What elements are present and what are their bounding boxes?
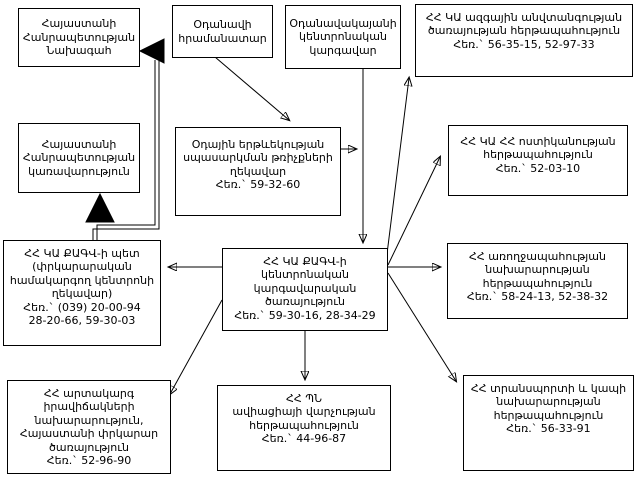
edge-central-to-police bbox=[387, 157, 440, 266]
node-police: ՀՀ ԿԱ ՀՀ ոստիկանության հերթապահություն Հ… bbox=[448, 125, 628, 196]
node-president: Հայաստանի Հանրապետության Նախագահ bbox=[18, 8, 140, 67]
node-transport: ՀՀ տրանսպորտի և կապի նախարարության հերթա… bbox=[463, 375, 634, 471]
arrowhead-into-president bbox=[138, 38, 165, 64]
edge-central-to-transport bbox=[387, 272, 456, 381]
edge-central-to-emergency bbox=[170, 299, 223, 394]
node-central-dispatch: ՀՀ ԿԱ ՔԱԳՎ-ի կենտրոնական կարգավարական ծա… bbox=[222, 248, 388, 331]
arrowhead-into-government bbox=[85, 192, 115, 223]
node-health: ՀՀ առողջապահության նախարարության հերթապա… bbox=[447, 243, 628, 319]
edge-commander-to-ats bbox=[214, 56, 289, 120]
node-aircraft-commander: Օդանավի հրամանատար bbox=[172, 5, 273, 58]
node-mod-aviation: ՀՀ ՊՆ ավիացիայի վարչության հերթապահությո… bbox=[217, 385, 391, 471]
node-national-security: ՀՀ ԿԱ ազգային անվտանգության ծառայության … bbox=[415, 4, 633, 77]
node-airport-dispatcher: Օդանավակայանի կենտրոնական կարգավար bbox=[285, 5, 401, 69]
node-emergency: ՀՀ արտակարգ իրավիճակների նախարարություն,… bbox=[7, 380, 171, 474]
node-ats-flight-director: Օդային երթևեկության սպասարկման թռիչքների… bbox=[175, 127, 341, 216]
node-government: Հայաստանի Հանրապետության կառավարություն bbox=[18, 123, 140, 193]
edge-central-to-security bbox=[385, 78, 409, 263]
node-caa-head: ՀՀ ԿԱ ՔԱԳՎ-ի պետ (փրկարարական համակարգող… bbox=[3, 240, 161, 346]
